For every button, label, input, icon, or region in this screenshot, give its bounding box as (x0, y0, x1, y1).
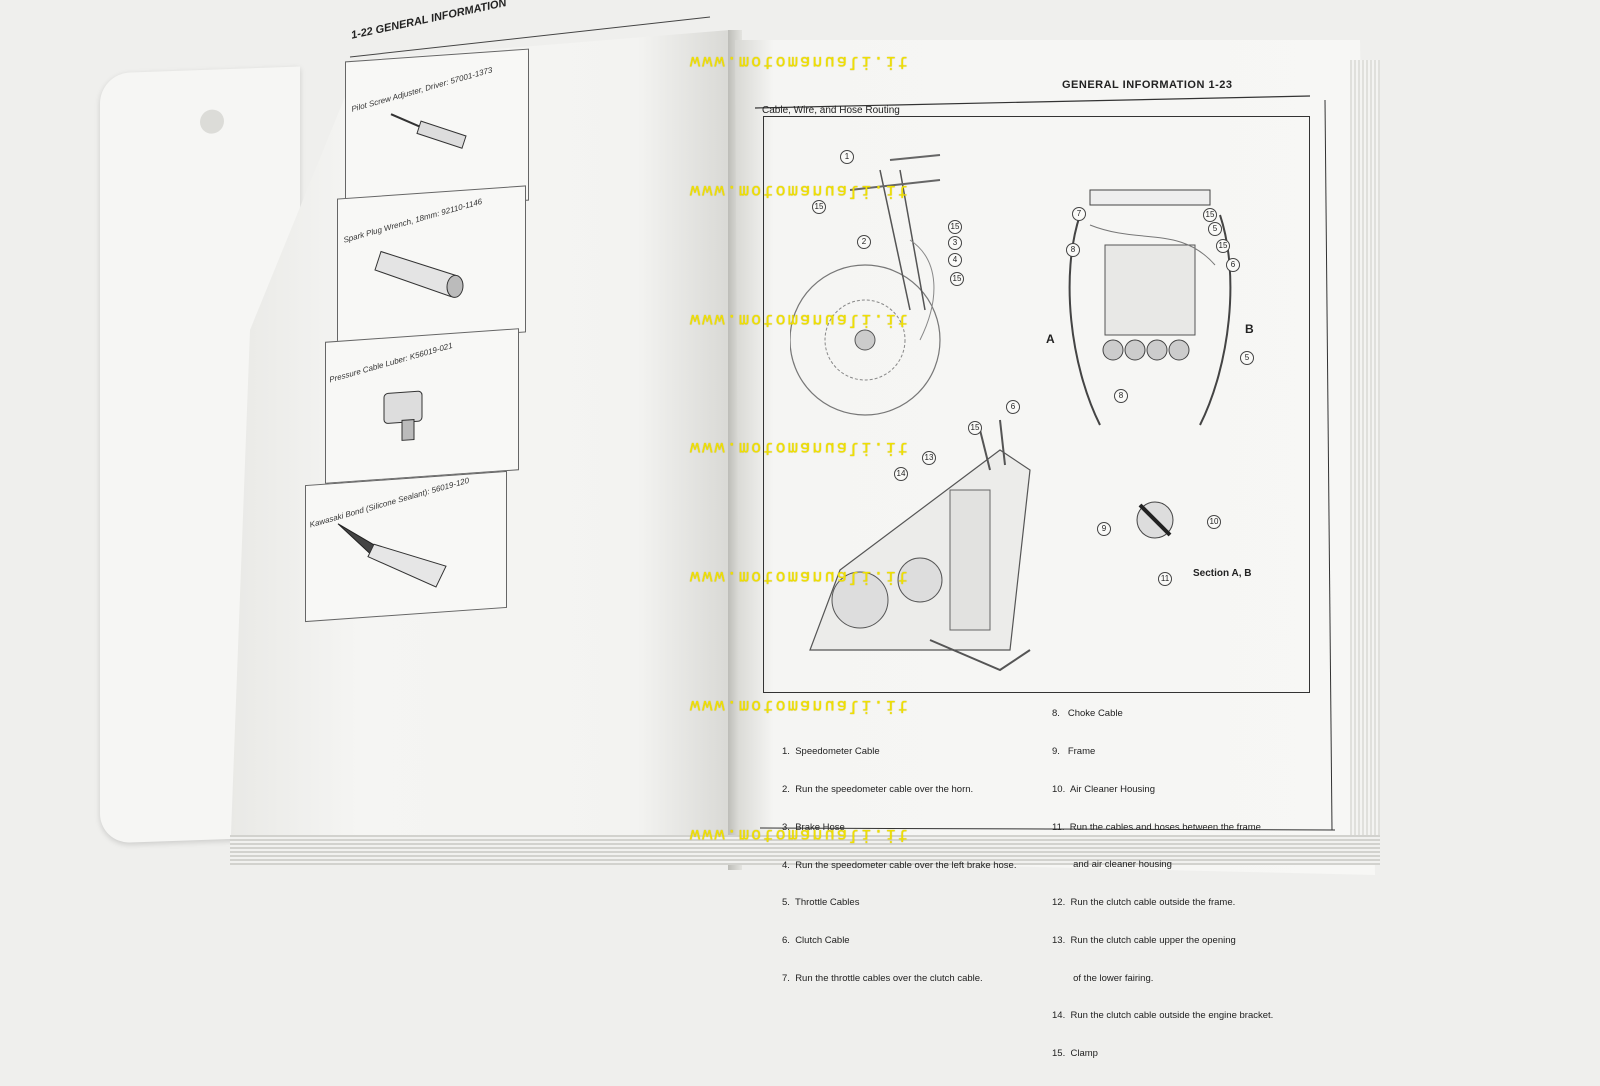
callout: 15 (948, 220, 962, 234)
legend-item: 1. Speedometer Cable (782, 746, 880, 758)
callout: 10 (1207, 515, 1221, 529)
callout: 15 (1216, 239, 1230, 253)
callout: 8 (1114, 389, 1128, 403)
watermark: www.motomanuali.it (689, 52, 911, 72)
callout: 4 (948, 253, 962, 267)
callout: 1 (840, 150, 854, 164)
right-header-rule (755, 95, 1311, 109)
watermark: www.motomanuali.it (689, 438, 911, 458)
page-edges-right (1350, 60, 1380, 860)
callout: 14 (894, 467, 908, 481)
right-page-header: GENERAL INFORMATION 1-23 (1062, 79, 1233, 91)
tool-label: Pressure Cable Luber: K56019-021 (328, 340, 454, 385)
page-edges-bottom (230, 835, 1380, 865)
legend-item: of the lower fairing. (1052, 972, 1154, 984)
watermark: www.motomanuali.it (689, 696, 911, 716)
callout: 6 (1006, 400, 1020, 414)
callout: 6 (1226, 258, 1240, 272)
spark-plug-wrench-icon (374, 250, 464, 298)
legend-item: 7. Run the throttle cables over the clut… (782, 972, 983, 984)
front-wheel-diagram (790, 154, 941, 416)
legend-item: 4. Run the speedometer cable over the le… (782, 859, 1017, 871)
label-a: A (1046, 332, 1055, 346)
watermark: www.motomanuali.it (689, 310, 911, 330)
legend-item: 14. Run the clutch cable outside the eng… (1052, 1010, 1274, 1022)
callout: 15 (1203, 208, 1217, 222)
legend-item: 13. Run the clutch cable upper the openi… (1052, 934, 1236, 946)
callout: 8 (1066, 243, 1080, 257)
legend-item: 6. Clutch Cable (782, 935, 850, 947)
tool-box-pilot-screw: Pilot Screw Adjuster, Driver: 57001-1373 (345, 48, 529, 214)
air-cleaner-diagram (1068, 189, 1232, 426)
section-ab-diagram (1136, 501, 1174, 539)
legend-item: 5. Throttle Cables (782, 897, 860, 909)
callout: 15 (812, 200, 826, 214)
section-title: Cable, Wire, and Hose Routing (762, 105, 900, 116)
label-b: B (1245, 322, 1254, 336)
callout: 9 (1097, 522, 1111, 536)
callout: 3 (948, 236, 962, 250)
left-header-rule (349, 16, 711, 58)
callout: 7 (1072, 207, 1086, 221)
callout: 15 (968, 421, 982, 435)
callout: 5 (1240, 351, 1254, 365)
watermark: www.motomanuali.it (689, 825, 911, 845)
watermark: www.motomanuali.it (689, 181, 911, 201)
legend-item: 2. Run the speedometer cable over the ho… (782, 783, 974, 795)
legend-item: 11. Run the cables and hoses between the… (1052, 821, 1261, 833)
tool-box-cable-luber: Pressure Cable Luber: K56019-021 (325, 328, 519, 484)
tool-box-silicone-sealant: Kawasaki Bond (Silicone Sealant): 56019-… (305, 470, 507, 623)
legend-right: 8. Choke Cable 9. Frame 10. Air Cleaner … (1052, 683, 1273, 1086)
callout: 15 (950, 272, 964, 286)
sealant-tube-icon (337, 523, 447, 588)
legend-item: 12. Run the clutch cable outside the fra… (1052, 897, 1236, 909)
photo-scene: 1-22 GENERAL INFORMATION Pilot Screw Adj… (200, 0, 1380, 1060)
cable-luber-icon (383, 390, 423, 441)
diagram-frame (763, 116, 1310, 693)
legend-item: and air cleaner housing (1052, 859, 1172, 871)
legend-item: 15. Clamp (1052, 1048, 1098, 1060)
bottom-frame-rule (760, 827, 1336, 831)
legend-item: 10. Air Cleaner Housing (1052, 783, 1155, 795)
callout: 13 (922, 451, 936, 465)
legend-item: 8. Choke Cable (1052, 708, 1123, 720)
binder-hole (200, 109, 224, 134)
callout: 11 (1158, 572, 1172, 586)
section-ab-label: Section A, B (1193, 568, 1252, 579)
legend-left: 1. Speedometer Cable 2. Run the speedome… (782, 721, 1016, 1011)
callout: 5 (1208, 222, 1222, 236)
right-page (735, 40, 1375, 875)
engine-frame-diagram (809, 419, 1031, 672)
callout: 2 (857, 235, 871, 249)
legend-item: 9. Frame (1052, 745, 1096, 757)
tool-box-spark-plug: Spark Plug Wrench, 18mm: 92110-1146 (337, 185, 526, 346)
right-frame-rule (1324, 100, 1333, 831)
watermark: www.motomanuali.it (689, 567, 911, 587)
legend-item: 3. Brake Hose (782, 821, 845, 833)
screwdriver-icon (390, 113, 467, 149)
